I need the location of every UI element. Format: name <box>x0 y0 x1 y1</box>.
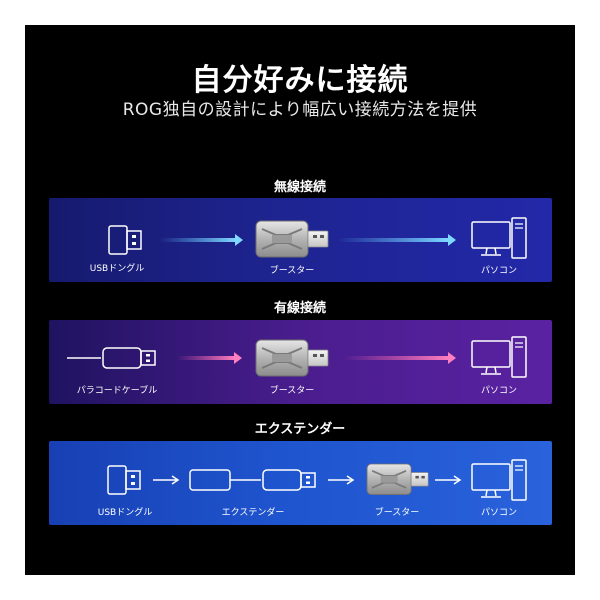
label-usb-dongle: USBドングル <box>97 508 153 518</box>
label-pc: パソコン <box>480 386 517 396</box>
page-title: 自分好みに接続 <box>191 63 409 98</box>
connection-diagrams <box>67 217 527 501</box>
arrow-right-icon <box>160 234 243 246</box>
label-pc: パソコン <box>480 266 517 276</box>
label-pc: パソコン <box>480 508 517 518</box>
arrow-right-icon <box>337 234 456 246</box>
usb-dongle-icon <box>107 465 141 495</box>
arrow-right-icon <box>328 475 355 485</box>
pc-icon <box>471 336 527 378</box>
section-heading-wired: 有線接続 <box>273 301 326 316</box>
booster-icon <box>255 339 329 377</box>
extender-icon <box>189 469 316 491</box>
pc-icon <box>471 217 527 259</box>
label-extender: エクステンダー <box>221 508 285 518</box>
booster-icon <box>366 463 430 496</box>
usb-dongle-icon <box>108 225 142 255</box>
arrow-right-icon <box>153 475 180 485</box>
page-subtitle: ROG独自の設計により幅広い接続方法を提供 <box>122 100 478 120</box>
label-paracord-cable: パラコードケーブル <box>76 386 158 396</box>
arrow-right-icon <box>177 352 242 364</box>
pc-icon <box>471 459 527 501</box>
section-heading-wireless: 無線接続 <box>273 180 326 195</box>
label-booster: ブースター <box>374 508 420 518</box>
cable-icon <box>67 347 156 369</box>
label-usb-dongle: USBドングル <box>89 264 145 274</box>
arrow-right-icon <box>435 475 462 485</box>
infographic-canvas: 自分好みに接続 ROG独自の設計により幅広い接続方法を提供 無線接続 有線接続 … <box>25 25 575 575</box>
label-booster: ブースター <box>269 386 315 396</box>
booster-icon <box>255 220 329 258</box>
section-heading-extender: エクステンダー <box>254 422 346 437</box>
label-booster: ブースター <box>269 266 315 276</box>
arrow-right-icon <box>343 352 456 364</box>
